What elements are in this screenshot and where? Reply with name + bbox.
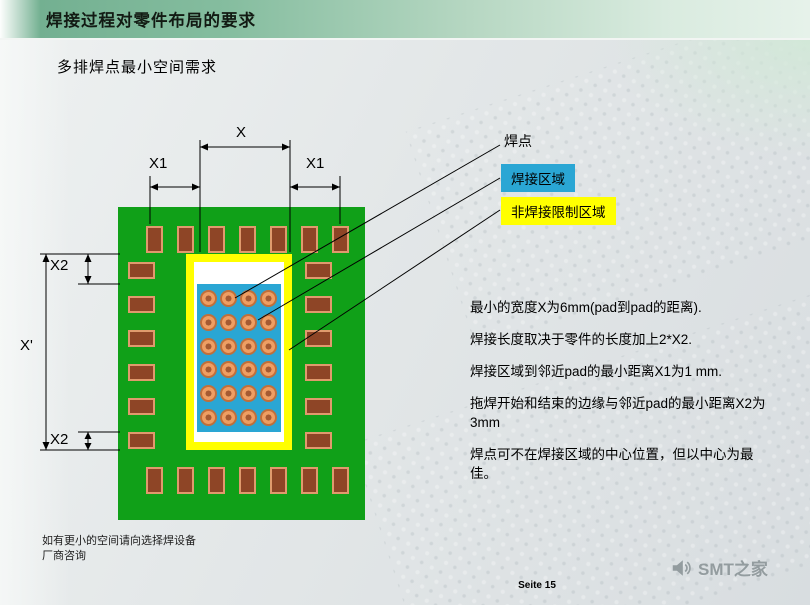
solder-joint-pad <box>240 338 257 355</box>
chip-pad <box>305 262 332 279</box>
chip-pad <box>128 364 155 381</box>
background-glow <box>590 38 810 168</box>
dim-label-x: X <box>236 124 247 141</box>
dim-label-x2-top: X2 <box>50 257 69 274</box>
solder-joint-pad <box>240 314 257 331</box>
solder-joint-pad <box>260 290 277 307</box>
solder-joint-pad <box>240 409 257 426</box>
note-item: 拖焊开始和结束的边缘与邻近pad的最小距离X2为3mm <box>470 396 766 430</box>
notes-block: 最小的宽度X为6mm(pad到pad的距离). 焊接长度取决于零件的长度加上2*… <box>470 298 778 496</box>
chip-pad <box>128 262 155 279</box>
solder-joint-pad <box>260 361 277 378</box>
note-item: 焊接区域到邻近pad的最小距离X1为1 mm. <box>470 364 723 379</box>
note-item: 最小的宽度X为6mm(pad到pad的距离). <box>470 300 702 315</box>
dim-label-x1-right: X1 <box>306 155 325 172</box>
footnote: 如有更小的空间请向选择焊设备厂商咨询 <box>42 535 196 562</box>
solder-joint-pad <box>220 338 237 355</box>
legend-no-weld-area-label: 非焊接限制区域 <box>501 197 616 225</box>
solder-joint-pad <box>220 361 237 378</box>
chip-pad <box>305 364 332 381</box>
chip-pad <box>270 467 287 494</box>
solder-joint-pad <box>200 338 217 355</box>
solder-joint-pad <box>200 314 217 331</box>
chip-pad <box>146 467 163 494</box>
chip-pad <box>270 226 287 253</box>
chip-pad <box>146 226 163 253</box>
note-item: 焊点可不在焊接区域的中心位置，但以中心为最佳。 <box>470 447 754 481</box>
chip-pad <box>128 330 155 347</box>
chip-pad <box>128 432 155 449</box>
chip-pad <box>128 398 155 415</box>
chip-pad <box>177 226 194 253</box>
solder-joint-pad <box>240 385 257 402</box>
legend-weld-area-label: 焊接区域 <box>501 164 575 192</box>
solder-joint-pad <box>200 385 217 402</box>
chip-pad <box>305 330 332 347</box>
slide-header: 焊接过程对零件布局的要求 <box>0 0 810 40</box>
solder-joint-pad <box>200 361 217 378</box>
chip-pad <box>305 296 332 313</box>
page-number: Seite 15 <box>518 580 556 591</box>
solder-joint-pad <box>240 361 257 378</box>
chip-pad <box>239 226 256 253</box>
chip-pad <box>301 467 318 494</box>
chip-pad <box>208 467 225 494</box>
chip-pad <box>301 226 318 253</box>
solder-joint-pad <box>260 314 277 331</box>
note-item: 焊接长度取决于零件的长度加上2*X2. <box>470 332 693 347</box>
slide-subtitle: 多排焊点最小空间需求 <box>57 59 218 76</box>
solder-joint-pad <box>240 290 257 307</box>
solder-joint-pad <box>260 385 277 402</box>
megaphone-icon <box>672 559 691 576</box>
chip-pad <box>177 467 194 494</box>
chip-pad <box>305 398 332 415</box>
solder-joint-pad <box>220 314 237 331</box>
legend-solder-joint-label: 焊点 <box>504 133 532 149</box>
solder-joint-pad <box>260 409 277 426</box>
brand-name: SMT之家 <box>698 560 768 579</box>
chip-pad <box>239 467 256 494</box>
solder-joint-pad <box>200 290 217 307</box>
solder-joint-pad <box>220 385 237 402</box>
solder-joint-pad <box>220 409 237 426</box>
solder-joint-pad <box>200 409 217 426</box>
chip-pad <box>332 467 349 494</box>
background-fade <box>0 40 70 605</box>
chip-pad <box>128 296 155 313</box>
chip-pad <box>332 226 349 253</box>
dim-label-x-prime: X' <box>20 337 33 354</box>
dim-label-x1-left: X1 <box>149 155 168 172</box>
solder-joint-pad <box>260 338 277 355</box>
dim-label-x2-bottom: X2 <box>50 431 69 448</box>
solder-joint-pad <box>220 290 237 307</box>
chip-pad <box>305 432 332 449</box>
brand-watermark: SMT之家 <box>670 555 768 580</box>
chip-pad <box>208 226 225 253</box>
page-title: 焊接过程对零件布局的要求 <box>46 12 256 30</box>
